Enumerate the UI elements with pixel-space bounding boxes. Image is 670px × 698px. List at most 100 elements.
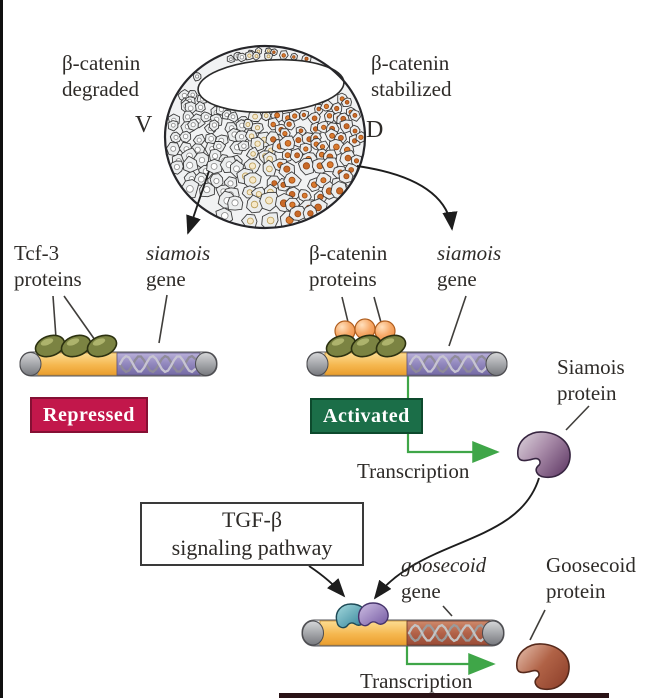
cell-nucleus <box>190 122 196 128</box>
cell-nucleus <box>302 162 310 170</box>
cell-nucleus <box>294 152 301 159</box>
cell-nucleus <box>352 128 358 134</box>
cell-nucleus <box>274 112 281 119</box>
siamois-protein-pointer <box>565 405 590 431</box>
siamois-to-goosecoid-arrow <box>373 477 540 600</box>
cell-nucleus <box>266 216 275 225</box>
cell-nucleus <box>326 161 334 169</box>
cell-nucleus <box>352 113 358 118</box>
tcf3-pointer-2 <box>63 295 96 341</box>
cell-nucleus <box>208 136 215 142</box>
cell-nucleus <box>298 128 304 134</box>
beta-catenin-pointer-1 <box>341 296 349 323</box>
cell-nucleus <box>266 54 271 59</box>
scan-edge-bottom <box>279 693 609 698</box>
cell-nucleus <box>344 100 350 105</box>
dna-helix <box>407 623 489 643</box>
cell-nucleus <box>348 167 355 173</box>
bar-end-cap <box>482 620 504 646</box>
cell-nucleus <box>344 154 352 162</box>
helix-strand <box>407 623 489 643</box>
cell-nucleus <box>295 137 302 144</box>
dorsal-label: D <box>366 117 384 143</box>
label-line: proteins <box>14 267 82 291</box>
cell-nucleus <box>186 161 194 169</box>
cell-nucleus <box>284 140 292 147</box>
cell-nucleus <box>294 210 302 218</box>
cell-nucleus <box>231 199 239 207</box>
label-line: stabilized <box>371 77 452 101</box>
activated-badge: Activated <box>310 398 423 434</box>
label-line: β-catenin <box>62 51 141 75</box>
cell-nucleus <box>311 115 318 122</box>
label-line: protein <box>546 579 606 603</box>
siamois-gene-pointer-left <box>158 294 168 344</box>
ventral-label: V <box>135 112 153 138</box>
cell-nucleus <box>283 165 291 173</box>
goosecoid-gene-label: goosecoid gene <box>401 552 486 604</box>
cell-nucleus <box>301 112 307 118</box>
cell-nucleus <box>248 133 255 139</box>
cell-nucleus <box>247 53 252 58</box>
helix-strand <box>408 354 490 374</box>
cell-nucleus <box>227 180 234 187</box>
cell-nucleus <box>314 203 322 212</box>
cell-nucleus <box>229 57 233 61</box>
bar-end-cap <box>302 620 324 646</box>
cell-nucleus <box>343 123 350 130</box>
cell-nucleus <box>173 163 180 170</box>
cell-nucleus <box>304 56 309 61</box>
cell-nucleus <box>241 143 247 149</box>
cell-nucleus <box>292 113 298 119</box>
cell-nucleus <box>271 180 278 187</box>
dorsal-to-activated-arrow <box>356 165 458 231</box>
cell-nucleus <box>326 113 333 119</box>
cell-nucleus <box>187 105 194 112</box>
cell-nucleus <box>270 136 277 143</box>
goosecoid-protein-label: Goosecoid protein <box>546 552 636 604</box>
label-line: Siamois <box>557 355 625 379</box>
cell-nucleus <box>254 54 259 58</box>
gene-name-italic: siamois <box>146 241 211 265</box>
siamois-gene-bar-activated <box>306 318 508 377</box>
cell-nucleus <box>254 140 261 147</box>
siamois-gene-label-right: siamois gene <box>437 240 501 292</box>
cell-nucleus <box>248 162 256 170</box>
cell-nucleus <box>230 114 236 119</box>
embryo-illustration <box>163 44 367 230</box>
cell-nucleus <box>198 104 204 110</box>
cell-nucleus <box>250 151 256 157</box>
cell-nucleus <box>198 157 206 164</box>
cell-nucleus <box>263 113 269 118</box>
scan-edge-left <box>0 0 3 698</box>
tgf-to-goosecoid-arrow <box>308 565 346 598</box>
cell-nucleus <box>224 112 230 117</box>
cell-nucleus <box>185 114 191 120</box>
label-line: TGF-β <box>221 507 283 532</box>
goosecoid-protein-shape <box>515 643 570 691</box>
cell-nucleus <box>203 114 209 120</box>
cell-nucleus <box>265 196 274 205</box>
tgf-beta-pathway-box: TGF-β signaling pathway <box>140 502 364 566</box>
dna-helix <box>118 354 197 374</box>
transcription-label-siamois: Transcription <box>357 459 470 483</box>
label-line: Goosecoid <box>546 553 636 577</box>
siamois-bound-shape <box>357 602 389 627</box>
gene-name-italic: siamois <box>437 241 502 265</box>
beta-catenin-degraded-label: β-catenin degraded <box>62 50 140 102</box>
cell-nucleus <box>307 210 314 217</box>
cell-nucleus <box>254 125 260 131</box>
beta-catenin-stabilized-label: β-catenin stabilized <box>371 50 451 102</box>
cell-nucleus <box>196 137 202 143</box>
cell-nucleus <box>323 103 329 110</box>
tcf3-proteins-label: Tcf-3 proteins <box>14 240 82 292</box>
bar-end-cap <box>306 352 329 376</box>
cell-nucleus <box>281 53 286 58</box>
cell-nucleus <box>173 134 179 140</box>
cell-nucleus <box>282 131 288 137</box>
cell-nucleus <box>289 201 296 208</box>
tcf3-coil-shape <box>325 334 407 358</box>
cell-nucleus <box>212 153 219 160</box>
cell-nucleus <box>266 165 273 173</box>
